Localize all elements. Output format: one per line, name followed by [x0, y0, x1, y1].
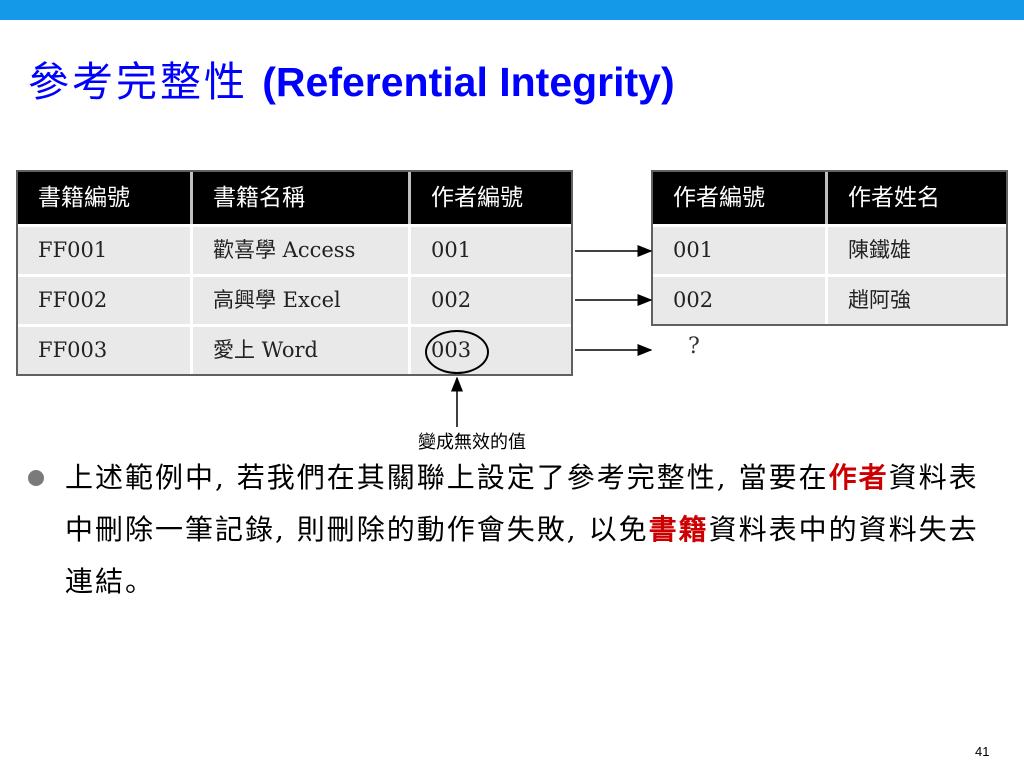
authors-table-row: 001 陳鐵雄: [653, 224, 1006, 274]
books-table-row: FF001 歡喜學 Access 001: [18, 224, 571, 274]
slide-title-en: (Referential Integrity): [262, 59, 675, 105]
books-cell-author-id: 001: [431, 238, 472, 262]
authors-cell-name: 趙阿強: [848, 288, 911, 312]
books-col-author-id-header: 作者編號: [431, 185, 523, 211]
authors-col-id-header: 作者編號: [653, 172, 828, 224]
books-cell-author-id: 002: [431, 288, 472, 312]
authors-col-name-header: 作者姓名: [848, 185, 940, 211]
page-number: 41: [975, 744, 990, 759]
top-accent-bar: [0, 0, 1024, 20]
highlight-books: 書籍: [648, 513, 709, 546]
callout-label: 變成無效的值: [418, 432, 526, 453]
slide-title-cjk: 參考完整性: [28, 58, 248, 106]
authors-cell-id: 001: [653, 227, 828, 274]
authors-cell-id: 002: [653, 277, 828, 324]
books-col-name-header: 書籍名稱: [193, 172, 411, 224]
bullet-text: 上述範例中, 若我們在其關聯上設定了參考完整性, 當要在作者資料表中刪除一筆記錄…: [65, 452, 1005, 608]
books-col-id-header: 書籍編號: [18, 172, 193, 224]
bullet-text-part1: 上述範例中, 若我們在其關聯上設定了參考完整性, 當要在: [65, 461, 829, 494]
slide-title: 參考完整性 (Referential Integrity): [28, 48, 675, 118]
books-table-header: 書籍編號 書籍名稱 作者編號: [18, 172, 571, 224]
unmatched-question-mark: ?: [688, 334, 700, 359]
books-table-row: FF002 高興學 Excel 002: [18, 274, 571, 324]
books-table: 書籍編號 書籍名稱 作者編號 FF001 歡喜學 Access 001 FF00…: [16, 170, 573, 376]
authors-table-row: 002 趙阿強: [653, 274, 1006, 324]
books-table-row: FF003 愛上 Word 003: [18, 324, 571, 374]
invalid-value-circle: [425, 330, 489, 374]
books-cell-name: 愛上 Word: [193, 327, 411, 374]
bullet-text-part2: 資料表中刪除一筆記錄, 則刪除的動作會失敗, 以免: [65, 461, 979, 546]
authors-cell-name: 陳鐵雄: [848, 238, 911, 262]
authors-table: 作者編號 作者姓名 001 陳鐵雄 002 趙阿強: [651, 170, 1008, 326]
bullet-dot-icon: [28, 470, 44, 486]
books-cell-id: FF001: [18, 227, 193, 274]
books-cell-name: 高興學 Excel: [193, 277, 411, 324]
highlight-author: 作者: [828, 461, 889, 494]
authors-table-header: 作者編號 作者姓名: [653, 172, 1006, 224]
books-cell-name: 歡喜學 Access: [193, 227, 411, 274]
bullet-text-part3: 資料表中的資料失去連結。: [65, 513, 979, 598]
books-cell-id: FF003: [18, 327, 193, 374]
books-cell-id: FF002: [18, 277, 193, 324]
